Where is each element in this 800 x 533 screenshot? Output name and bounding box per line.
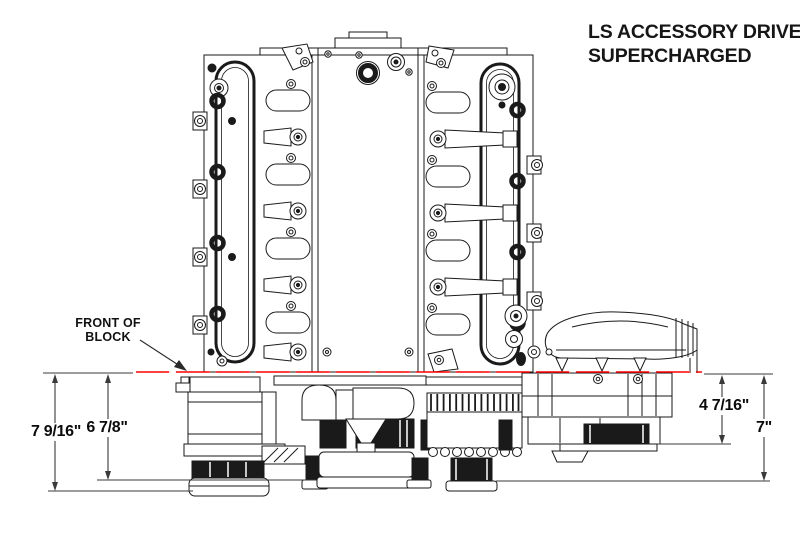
accessory-drive [175,311,698,497]
front-of-block-label-line2: BLOCK [85,329,131,344]
drawing-title: LS ACCESSORY DRIVE SUPERCHARGED [588,20,800,68]
front-of-block-label-line1: FRONT OF [75,316,141,330]
alternator [426,392,523,492]
right-valve-cover [425,45,543,373]
dimension-label-7-9-16: 7 9/16" [29,423,83,441]
left-cover-coil-towers [263,127,307,362]
engine-block-center [322,50,414,357]
dimension-label-6-7-8: 6 7/8" [84,419,130,437]
harmonic-balancer-pulley [188,455,329,497]
dimension-label-7: 7" [754,419,774,437]
dimension-label-4-7-16: 4 7/16" [697,397,751,415]
water-pump-group [301,384,432,489]
left-valve-cover [192,43,314,367]
engine-top-view [175,31,698,497]
dimension-arrowheads [52,374,767,491]
drawing-title-line2: SUPERCHARGED [588,45,752,67]
tensioner-idler-pulleys [427,304,541,373]
supercharger-duct-cover [544,311,698,373]
left-cover-bosses [192,111,208,335]
supercharger-bracket [521,372,673,463]
right-cover-bosses [526,155,543,311]
power-steering-pump [175,376,306,465]
front-of-block-label: FRONT OF BLOCK [70,316,146,344]
right-cover-coil-towers [429,129,518,297]
front-of-block-leader [139,339,187,371]
drawing-title-line1: LS ACCESSORY DRIVE [588,21,800,43]
